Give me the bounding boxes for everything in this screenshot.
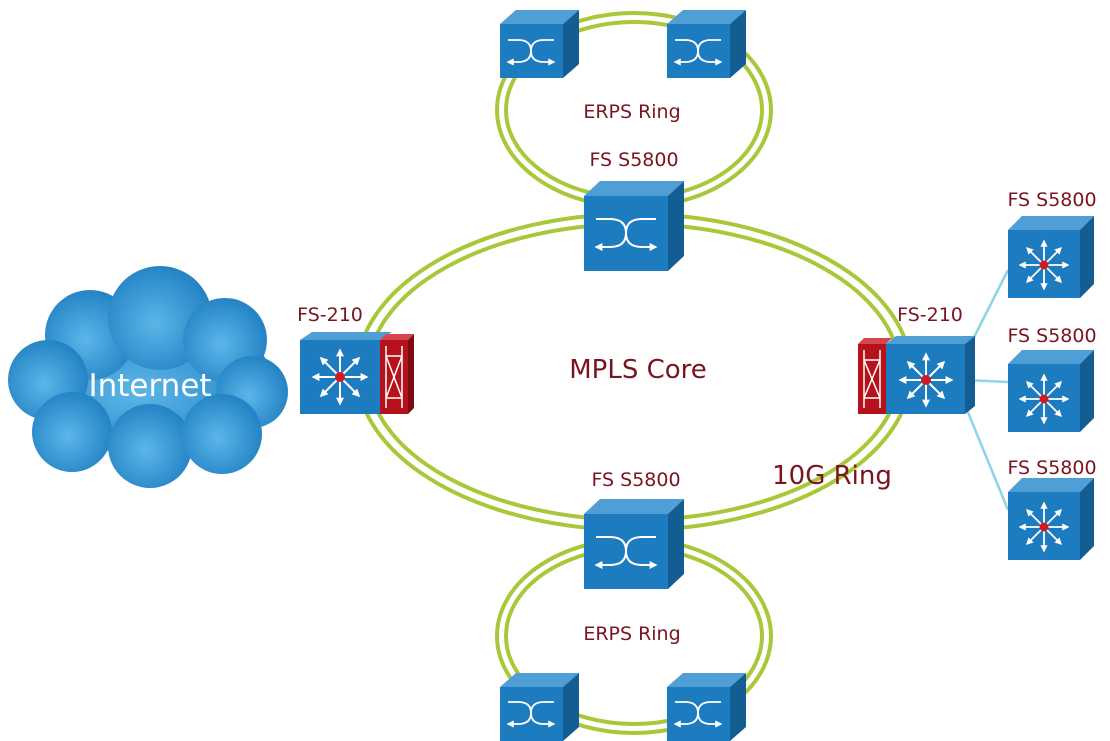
router-fs210-left[interactable] xyxy=(300,332,392,414)
firewall-right-icon xyxy=(858,338,892,414)
switch-icon xyxy=(506,701,556,728)
switch-icon xyxy=(594,536,658,569)
access-switch-right-3[interactable] xyxy=(1008,478,1094,560)
s5800-right-1-label: FS S5800 xyxy=(1007,189,1096,211)
s5800-right-2-label: FS S5800 xyxy=(1007,325,1096,347)
firewall-left-icon xyxy=(380,334,414,414)
switch-icon xyxy=(673,701,723,728)
mpls-core-label: MPLS Core xyxy=(569,355,707,385)
access-switch-right-2[interactable] xyxy=(1008,350,1094,432)
switch-erps-bottom-left[interactable] xyxy=(500,673,579,741)
ring-10g-label: 10G Ring xyxy=(772,461,892,491)
fs210-right-label: FS-210 xyxy=(897,304,963,326)
erps-ring-top-label: ERPS Ring xyxy=(583,101,680,123)
fs210-left-label: FS-210 xyxy=(297,304,363,326)
switch-s5800-bottom[interactable] xyxy=(584,499,684,589)
internet-label: Internet xyxy=(88,368,211,404)
switch-erps-top-right[interactable] xyxy=(667,10,746,78)
access-switch-right-1[interactable] xyxy=(1008,216,1094,298)
switch-erps-bottom-right[interactable] xyxy=(667,673,746,741)
switch-icon xyxy=(594,218,658,251)
erps-ring-bottom-label: ERPS Ring xyxy=(583,623,680,645)
switch-erps-top-left[interactable] xyxy=(500,10,579,78)
switch-s5800-top[interactable] xyxy=(584,181,684,271)
switch-icon xyxy=(506,39,556,66)
switch-icon xyxy=(673,39,723,66)
internet-cloud-icon: Internet xyxy=(8,266,288,488)
s5800-top-label: FS S5800 xyxy=(589,149,678,171)
s5800-bottom-label: FS S5800 xyxy=(591,469,680,491)
router-fs210-right[interactable] xyxy=(886,336,975,414)
s5800-right-3-label: FS S5800 xyxy=(1007,457,1096,479)
